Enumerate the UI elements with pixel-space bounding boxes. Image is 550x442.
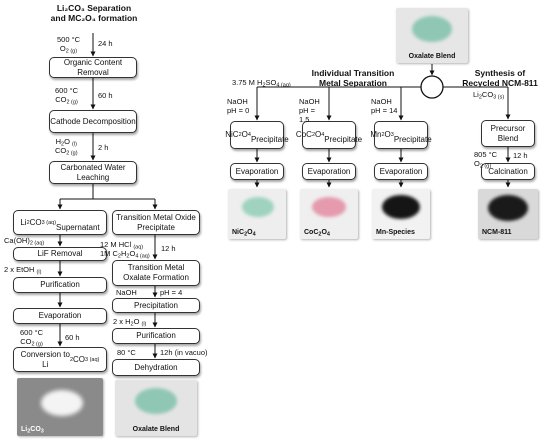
tm-oxide-precipitate-box: Transition Metal Oxide Precipitate (112, 210, 200, 235)
mn-powder-image (382, 195, 420, 219)
coc2o4-caption: CoC2O4 (304, 229, 330, 238)
coc2o4-photo: CoC2O4 (300, 189, 358, 239)
evaporation-mn-box: Evaporation (374, 163, 428, 180)
label-etoh: 2 x EtOH (l) (4, 265, 42, 276)
green-powder-image-bottom (135, 388, 177, 414)
label-12h-b: 12 h (513, 151, 528, 160)
label-h2o-co2: H2O (l)CO2 (g) (55, 137, 78, 157)
precipitation-box: Precipitation (112, 298, 200, 313)
label-24h: 24 h (98, 39, 113, 48)
label-12h-a: 12 h (161, 244, 176, 253)
header-line-2: and MC₂O₄ formation (50, 13, 138, 23)
lif-removal-box: LiF Removal (13, 247, 107, 261)
label-80c: 80 °C (117, 348, 136, 357)
nic2o4-photo: NiC2O4 (228, 189, 286, 239)
dehydration-box: Dehydration (112, 359, 200, 376)
purification-left-box: Purification (13, 277, 107, 293)
label-naoh-mid: NaOH (116, 288, 137, 297)
header-line-1: Li₂CO₃ Separation (56, 3, 132, 13)
header-syn-line-2: Recycled NCM-811 (462, 78, 538, 88)
label-hcl-oxalic: 12 M HCl (aq)1M C2H2O4 (aq) (100, 240, 150, 260)
label-2h: 2 h (98, 143, 109, 152)
header-synthesis: Synthesis of Recycled NCM-811 (452, 68, 548, 88)
label-naoh-ph14: NaOH pH = 14 (371, 97, 398, 115)
li2co3-photo: Li2CO3 (17, 378, 103, 436)
nic2o4-caption: NiC2O4 (232, 229, 256, 238)
header-li-separation: Li₂CO₃ Separation and MC₂O₄ formation (40, 3, 148, 23)
header-tm-line-1: Individual Transition (311, 68, 395, 78)
label-ph4: pH = 4 (160, 288, 183, 297)
label-2x-h2o: 2 x H2O (l) (113, 317, 147, 328)
mn-species-caption: Mn-Species (376, 229, 415, 236)
green-powder-image (412, 16, 452, 42)
calcination-box: Calcination (481, 163, 535, 180)
evaporation-co-box: Evaporation (302, 163, 356, 180)
header-tm-separation: Individual Transition Metal Separation (298, 68, 408, 88)
oxalate-blend-caption-top: Oxalate Blend (408, 53, 456, 60)
ncm-811-photo: NCM-811 (478, 189, 538, 239)
oxalate-blend-caption-bottom: Oxalate Blend (132, 426, 180, 433)
label-60h-b: 60 h (65, 333, 80, 342)
ncm-powder-image (488, 195, 528, 221)
label-caoh2: Ca(OH)2 (aq) (4, 236, 45, 247)
ncm-811-caption: NCM-811 (482, 229, 512, 236)
mn-species-photo: Mn-Species (372, 189, 430, 239)
precursor-blend-box: Precursor Blend (481, 120, 535, 147)
evaporation-left-box: Evaporation (13, 308, 107, 324)
label-h2so4: 3.75 M H2SO4 (aq) (232, 78, 291, 89)
label-naoh-ph0: NaOH pH = 0 (227, 97, 250, 115)
coc2o4-powder-image (312, 197, 346, 217)
cathode-decomposition-box: Cathode Decomposition (49, 110, 137, 133)
header-syn-line-1: Synthesis of (474, 68, 526, 78)
label-12h-vacuo: 12h (in vacuo) (160, 348, 208, 357)
evaporation-ni-box: Evaporation (230, 163, 284, 180)
label-60h-a: 60 h (98, 91, 113, 100)
header-tm-line-2: Metal Separation (318, 78, 388, 88)
label-li2co3-s: Li2CO3 (s) (473, 90, 505, 101)
oxalate-blend-photo-top: Oxalate Blend (396, 8, 468, 63)
li2co3-powder-image (41, 390, 83, 416)
tm-oxalate-formation-box: Transition Metal Oxalate Formation (112, 260, 200, 286)
oxalate-blend-photo-bottom: Oxalate Blend (115, 380, 197, 436)
label-naoh-ph1-5: NaOH pH = 1.5 (299, 97, 320, 124)
nic2o4-powder-image (242, 197, 274, 217)
purification-mid-box: Purification (112, 328, 200, 344)
organic-content-removal-box: Organic Content Removal (49, 57, 137, 78)
li2co3-caption: Li2CO3 (21, 426, 44, 435)
carbonated-water-leaching-box: Carbonated Water Leaching (49, 161, 137, 184)
